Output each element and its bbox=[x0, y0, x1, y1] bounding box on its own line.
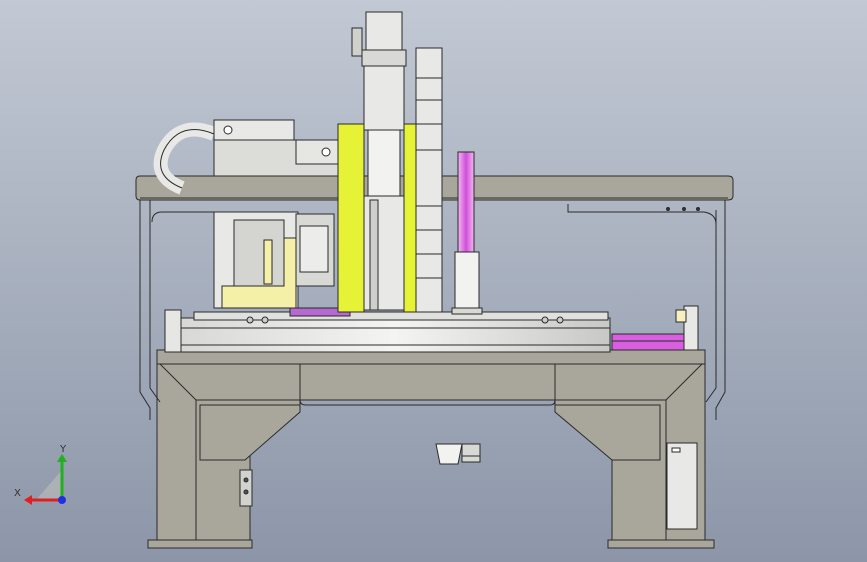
pink-cylinder bbox=[451, 151, 483, 315]
detached-fitting bbox=[435, 443, 481, 465]
cable-chain bbox=[153, 119, 341, 195]
lower-linear-module bbox=[164, 307, 611, 353]
gripper-bracket bbox=[213, 211, 335, 309]
vertical-axis bbox=[337, 11, 417, 313]
triad-y-label: Y bbox=[59, 444, 67, 455]
coordinate-triad: X Y bbox=[14, 444, 67, 505]
base-frame bbox=[147, 349, 715, 549]
side-enclosure bbox=[139, 198, 726, 420]
vertical-cable-track bbox=[415, 47, 443, 313]
magenta-rail bbox=[611, 305, 699, 351]
triad-x-label: X bbox=[14, 488, 21, 499]
